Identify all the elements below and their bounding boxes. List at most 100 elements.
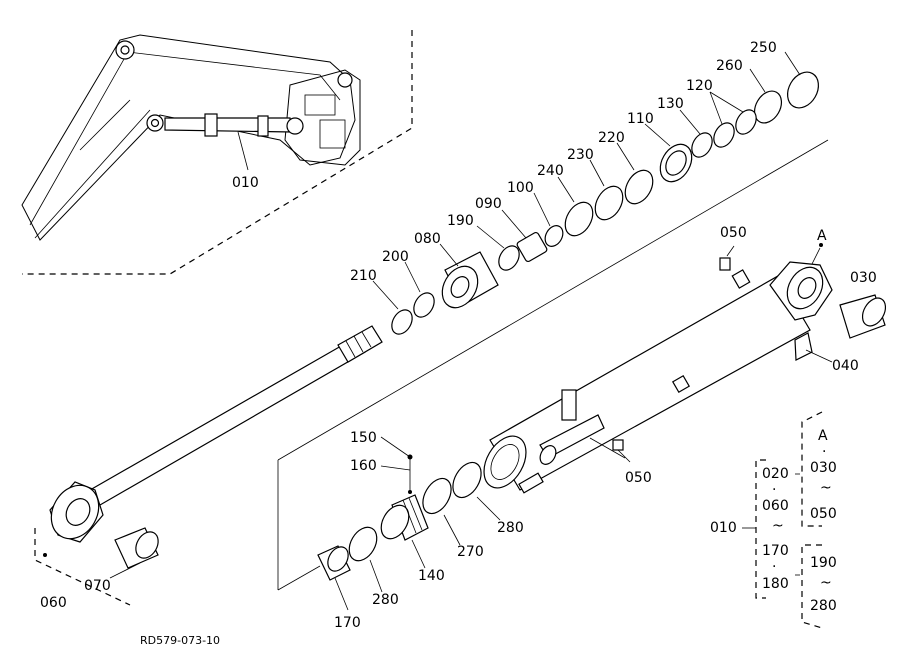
ring-100 [544,225,564,247]
detail-A-marker [819,243,823,247]
leader-080 [439,243,459,267]
label-060: 060 [40,595,67,611]
inset-cylinder-body [164,117,293,133]
rod-thread-line-2 [353,335,364,353]
leader-050b2 [617,449,631,463]
label-090: 090 [475,196,502,212]
ring-220 [624,169,654,205]
leader-130 [679,109,701,135]
boom-inset: 010 [21,30,413,275]
leader-260 [749,68,766,93]
ring-260 [753,90,783,124]
grease-nipple-050-mid [612,439,624,451]
bush-090 [516,231,548,263]
ring-230 [594,185,624,221]
assembly-axis-lower [277,565,321,591]
boom-detail-a [79,99,131,151]
ring-240 [564,201,594,237]
tube-bracket [561,389,577,421]
legend-180: 180 [762,576,789,592]
legend-A: A [818,428,828,444]
inset-dashed-frame [22,30,413,275]
boom-inner-line [29,51,341,226]
leader-270 [443,514,461,546]
bush-170-face [327,546,349,572]
ring-280-upper [452,461,482,499]
inset-part-label: 010 [232,175,259,191]
label-200: 200 [382,249,409,265]
bush-070-face [135,531,159,559]
inset-cylinder-collar-2 [257,115,269,137]
legend-bracket-1 [755,459,766,599]
frame-bracket-window-bottom [319,119,346,149]
bush-030-face [861,297,887,327]
piston-140-face [380,504,410,540]
legend-dot-2: · [772,559,776,575]
leader-A [811,247,821,265]
leader-090 [501,209,527,239]
ring-190 [498,245,520,271]
legend-root: 010 [710,520,737,536]
frame-bracket-window-top [304,94,336,116]
label-250: 250 [750,40,777,56]
label-240: 240 [537,163,564,179]
piston-groove-1 [402,499,417,534]
rod-eye-marker [43,553,47,557]
label-170: 170 [334,615,361,631]
bush-030 [839,294,887,339]
legend-280: 280 [810,598,837,614]
leader-250 [784,51,801,76]
ring-120a [735,109,757,135]
cylinder-tube [483,261,833,494]
tube-pipe-end [539,445,557,465]
leader-280b [369,559,383,593]
label-140: 140 [418,568,445,584]
leader-120a [709,91,744,113]
inset-leader [237,131,249,171]
leader-240 [557,176,575,203]
label-210: 210 [350,268,377,284]
label-070: 070 [84,578,111,594]
label-040: 040 [832,358,859,374]
grease-nipple-050-top [719,257,731,271]
leader-160 [380,465,411,471]
tube-port-top [731,269,751,289]
label-150: 150 [350,430,377,446]
boom-outline [21,34,356,241]
label-130: 130 [657,96,684,112]
leader-050a [726,245,735,257]
ring-270 [422,477,452,515]
label-280-upper: 280 [497,520,524,536]
legend-tilde-3: ~ [820,575,832,591]
leader-280a [476,496,501,521]
assembly-legend: 010 020 · 060 ~ 170 · 180 A · 030 ~ 050 … [710,411,837,629]
figure-code: RD579-073-10 [140,634,220,647]
label-260: 260 [716,58,743,74]
ring-210 [391,309,413,335]
label-080: 080 [414,231,441,247]
label-230: 230 [567,147,594,163]
label-160: 160 [350,458,377,474]
part-labels: 250 260 120 130 110 220 230 240 100 090 … [40,40,877,631]
label-030: 030 [850,270,877,286]
leader-110 [644,123,671,147]
legend-bracket-2 [801,411,823,527]
legend-dot-1: · [772,482,776,498]
label-120: 120 [686,78,713,94]
legend-050: 050 [810,506,837,522]
rod-eye-bore [65,498,91,526]
ring-250 [786,71,820,109]
legend-030: 030 [810,460,837,476]
rod-thread-line-3 [361,331,372,348]
ring-130 [691,132,713,158]
legend-dot-3: · [822,444,826,460]
label-050-top: 050 [720,225,747,241]
label-270: 270 [457,544,484,560]
leader-100 [533,192,551,227]
boom-top-pin-hole [120,45,130,55]
boom-lower-edge [34,109,151,239]
ring-200 [413,292,435,318]
piston-groove-2 [408,497,423,531]
ring-120b [713,122,735,148]
assembly-axis-upper [277,139,829,461]
